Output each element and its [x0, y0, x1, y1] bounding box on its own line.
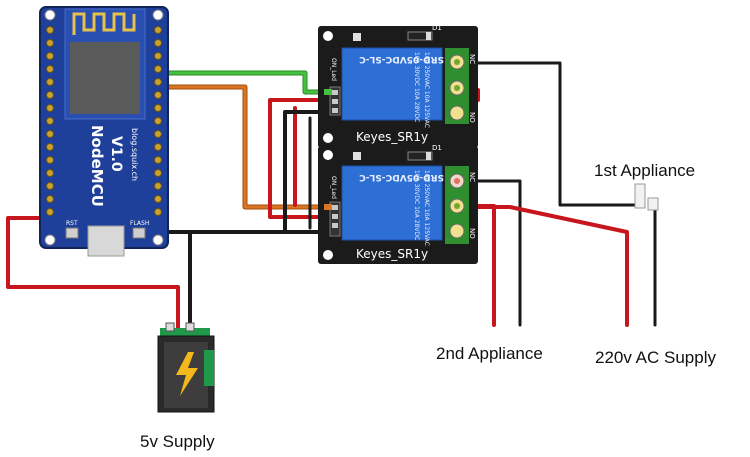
lightning-bolt-icon: [176, 352, 198, 396]
header-pin: [46, 156, 54, 164]
header-pin: [46, 26, 54, 34]
header-pin: [154, 156, 162, 164]
relay-module-2: SRD-05VDC-SL-C 10A 250VAC 10A 125VAC 10A…: [318, 144, 478, 264]
header-pin: [154, 182, 162, 190]
usb-port: [87, 225, 125, 257]
board-version: V1.0: [108, 136, 124, 172]
header-pin: [154, 52, 162, 60]
supply-negative-wire: [160, 230, 192, 330]
relay-module-1: SRD-05VDC-SL-C 10A 250VAC 10A 125VAC 10A…: [318, 24, 478, 148]
relay2-common-wire: [456, 179, 522, 327]
board-website: blog.squix.ch: [130, 128, 139, 181]
second-appliance-label: 2nd Appliance: [436, 344, 543, 363]
relay2-led: [353, 152, 361, 160]
header-pin: [154, 117, 162, 125]
header-pin: [46, 52, 54, 60]
relay2-diode-label: D1: [432, 144, 442, 152]
relay1-nc-label: NC: [468, 54, 476, 64]
header-pin: [46, 143, 54, 151]
header-pin: [46, 65, 54, 73]
board-name: NodeMCU: [88, 125, 106, 207]
ac-live-wire: [458, 205, 629, 327]
header-pin: [46, 182, 54, 190]
pin-header-right: [154, 26, 162, 216]
relay-vcc-wire: [268, 98, 332, 219]
dc-power-jack: [157, 322, 215, 413]
header-pin: [46, 130, 54, 138]
relay-gnd-wire: [283, 110, 332, 232]
header-pin: [154, 143, 162, 151]
relay1-diode-label: D1: [432, 24, 442, 32]
relay1-rating-1: 10A 250VAC 10A 125VAC: [423, 52, 430, 128]
relay2-brand: Keyes_SR1y: [356, 247, 428, 261]
relay1-common-wire: [456, 61, 642, 207]
wire-ends: [634, 183, 659, 211]
dc-supply-label: 5v Supply: [140, 432, 215, 451]
header-pin: [154, 208, 162, 216]
header-pin: [46, 208, 54, 216]
pin-header-left: [46, 26, 54, 216]
relay2-nc-label: NC: [468, 172, 476, 182]
header-pin: [154, 130, 162, 138]
relay1-terminal-nc: [449, 105, 465, 121]
header-pin: [46, 39, 54, 47]
relay1-model: SRD-05VDC-SL-C: [359, 54, 444, 64]
header-pin: [154, 104, 162, 112]
relay1-no-label: NO: [468, 112, 476, 123]
flash-button: [132, 227, 146, 239]
header-pin: [46, 104, 54, 112]
supply-positive-wire: [6, 216, 180, 330]
relay2-model: SRD-05VDC-SL-C: [359, 172, 444, 182]
relay1-led-label: ON_Led: [330, 58, 337, 81]
relay2-led-label: ON_Led: [330, 176, 337, 199]
header-pin: [154, 65, 162, 73]
rst-button: [65, 227, 79, 239]
relay2-rating-1: 10A 250VAC 10A 125VAC: [423, 170, 430, 246]
header-pin: [46, 78, 54, 86]
relay1-rating-2: 10A 30VDC 10A 28VDC: [413, 52, 420, 122]
header-pin: [154, 26, 162, 34]
ac-neutral-wire: [648, 203, 657, 327]
nodemcu-board: NodeMCU V1.0 blog.squix.ch RST FLASH: [39, 6, 169, 257]
header-pin: [154, 169, 162, 177]
relay2-rating-2: 10A 30VDC 10A 28VDC: [413, 170, 420, 240]
header-pin: [46, 195, 54, 203]
header-pin: [154, 195, 162, 203]
header-pin: [154, 91, 162, 99]
relay2-no-label: NO: [468, 228, 476, 239]
header-pin: [46, 91, 54, 99]
flash-label: FLASH: [130, 220, 149, 227]
relay2-terminal-no: [449, 223, 465, 239]
header-pin: [154, 78, 162, 86]
first-appliance-label: 1st Appliance: [594, 161, 696, 180]
header-pin: [154, 39, 162, 47]
relay1-brand: Keyes_SR1y: [356, 130, 428, 144]
ac-supply-label: 220v AC Supply: [595, 348, 716, 367]
header-pin: [46, 169, 54, 177]
header-pin: [46, 117, 54, 125]
rst-label: RST: [66, 220, 78, 227]
antenna-trace: [72, 12, 136, 35]
relay1-led: [353, 33, 361, 41]
